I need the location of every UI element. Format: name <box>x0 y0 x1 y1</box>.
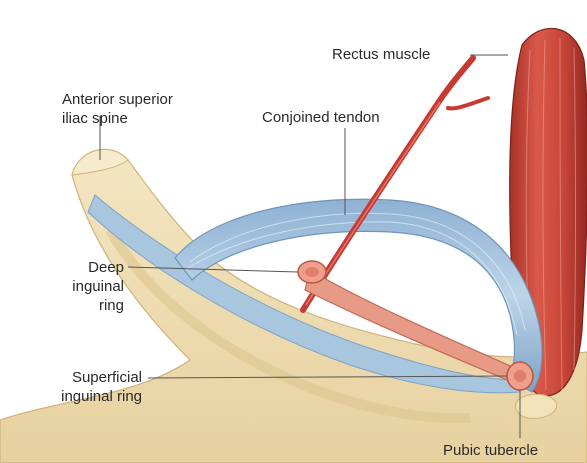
label-superficial-line2: inguinal ring <box>0 387 142 406</box>
label-conjoined-tendon: Conjoined tendon <box>262 108 380 127</box>
label-asis-line1: Anterior superior <box>62 90 173 109</box>
label-pubic-tubercle: Pubic tubercle <box>443 441 538 460</box>
inferior-epigastric-vessel <box>303 58 473 310</box>
deep-ring-opening <box>305 267 319 277</box>
label-deep-line1: Deep <box>50 258 124 277</box>
vessel-branch <box>448 98 488 108</box>
label-deep-line3: ring <box>50 296 124 315</box>
label-asis-line2: iliac spine <box>62 109 128 128</box>
label-deep-line2: inguinal <box>50 277 124 296</box>
label-superficial-line1: Superficial <box>6 368 142 387</box>
label-rectus-muscle: Rectus muscle <box>332 45 430 64</box>
superficial-ring-opening <box>514 370 526 382</box>
pubic-tubercle <box>516 394 557 418</box>
